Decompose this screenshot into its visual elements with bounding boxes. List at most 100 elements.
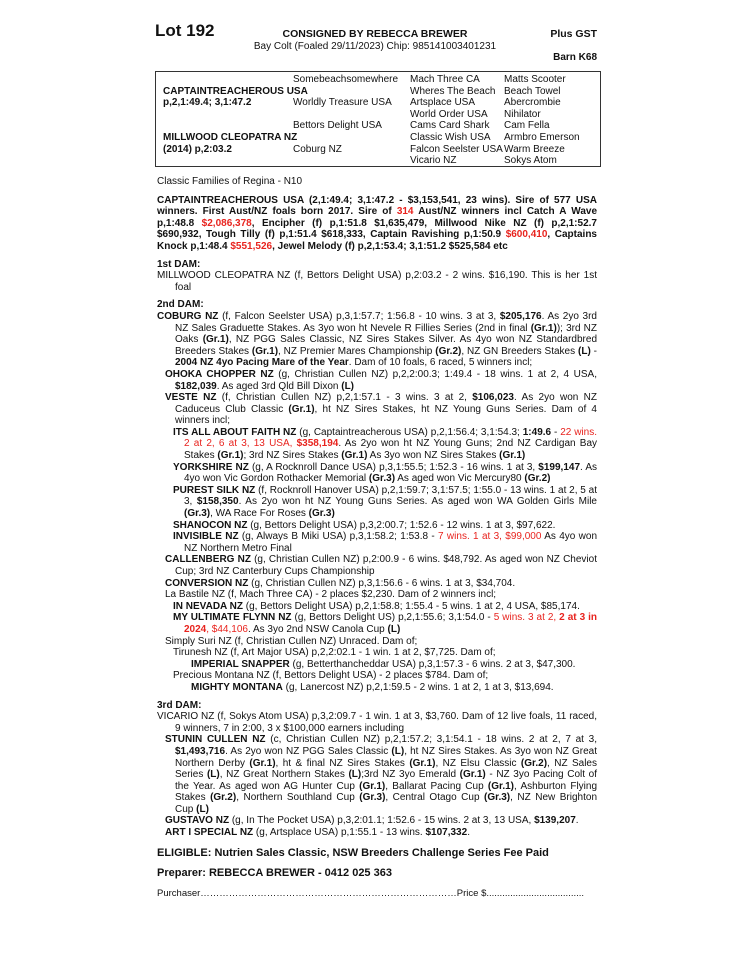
text-segment: 3rd DAM:: [157, 699, 202, 711]
text-segment: (L): [206, 769, 220, 781]
text-segment: . Dam of 10 foals, 6 raced, 5 winners in…: [348, 357, 533, 369]
text-segment: (Gr.3): [184, 508, 211, 520]
text-segment: , NZ GN Breeders Stakes: [461, 345, 578, 357]
pedigree-cell: Somebeachsomewhere: [293, 74, 399, 85]
text-segment: (L): [578, 345, 591, 357]
pedigree-entry: VESTE NZ (f, Christian Cullen NZ) p,2,1:…: [157, 392, 597, 427]
text-segment: (Gr.2): [520, 757, 548, 769]
pedigree-entry: STUNIN CULLEN NZ (c, Christian Cullen NZ…: [157, 734, 597, 815]
pedigree-entry: VICARIO NZ (f, Sokys Atom USA) p,3,2:09.…: [157, 711, 597, 734]
text-segment: (g, Artsplace USA) p,1:55.1 - 13 wins.: [253, 827, 426, 839]
text-segment: (g, Betterthancheddar USA) p,3,1:57.3 - …: [289, 658, 576, 670]
text-segment: 2004 NZ 4yo Pacing Mare of the Year: [175, 357, 349, 369]
barn-location: Barn K68: [553, 52, 597, 63]
section-heading: 3rd DAM:: [157, 700, 597, 712]
text-segment: (Gr.1): [217, 450, 244, 462]
text-segment: Simply Suri NZ (f, Christian Cullen NZ) …: [165, 635, 418, 647]
text-segment: , Ashburton Flying Stakes: [175, 780, 598, 804]
text-segment: . As 2yo won ht NZ Young Guns; 2nd NZ Ca…: [184, 438, 598, 462]
text-segment: As aged won Vic Mercury80: [395, 473, 525, 485]
text-segment: , NZ PGG Sales Classic, NZ Sires Stakes …: [175, 334, 598, 357]
text-segment: PUREST SILK NZ: [173, 484, 256, 496]
text-segment: (Gr.1): [251, 345, 279, 357]
pedigree-cell: Warm Breeze: [504, 143, 565, 155]
gst-note: Plus GST: [550, 28, 597, 40]
text-segment: $1,493,716: [175, 745, 226, 757]
text-segment: IMPERIAL SNAPPER: [191, 658, 290, 670]
pedigree-cell: Cams Card Shark: [410, 120, 490, 132]
text-segment: (L): [391, 745, 405, 757]
text-segment: , ht NZ Sires Stakes, ht NZ Young Guns S…: [175, 403, 597, 427]
text-segment: .: [575, 815, 579, 827]
text-segment: $107,332: [425, 827, 468, 839]
text-segment: (Gr.1): [530, 322, 557, 334]
pedigree-entry: SHANOCON NZ (g, Bettors Delight USA) p,3…: [157, 520, 597, 532]
text-segment: CONVERSION NZ: [165, 577, 249, 589]
text-segment: CAPTAINTREACHEROUS USA (2,1:49.4; 3,1:47…: [157, 194, 597, 218]
text-segment: (g, Captaintreacherous USA) p,2,1:56.4; …: [296, 426, 523, 438]
pedigree-entry: MY ULTIMATE FLYNN NZ (g, Bettors Delight…: [157, 612, 597, 635]
pedigree-entry: ART I SPECIAL NZ (g, Artsplace USA) p,1:…: [157, 827, 597, 839]
text-segment: ;3rd NZ 3yo Emerald: [361, 769, 460, 781]
text-segment: $158,350: [196, 496, 239, 508]
pedigree-entry: PUREST SILK NZ (f, Rocknroll Hanover USA…: [157, 485, 597, 520]
pedigree-notes: CAPTAINTREACHEROUS USA (2,1:49.4; 3,1:47…: [157, 195, 597, 839]
text-segment: (g, Bettors Delight US) p,2,1:55.6; 3,1:…: [291, 612, 494, 624]
text-segment: . As 2yo won NZ Caduceus Club Classic: [175, 392, 598, 415]
text-segment: , Ballarat Pacing Cup: [385, 780, 488, 792]
pedigree-entry: IN NEVADA NZ (g, Bettors Delight USA) p,…: [157, 601, 597, 613]
text-segment: (f, Falcon Seelster USA) p,3,1:57.7; 1:5…: [218, 310, 500, 322]
text-segment: VESTE NZ: [165, 392, 217, 404]
highlight-text: , $44,106: [206, 623, 248, 635]
text-segment: $139,207: [534, 815, 576, 827]
text-segment: , NZ Great Northern Stakes: [219, 769, 349, 781]
eligibility: ELIGIBLE: Nutrien Sales Classic, NSW Bre…: [157, 846, 549, 859]
highlight-text: $600,410: [505, 229, 548, 241]
text-segment: (Gr.1): [341, 450, 368, 462]
pedigree-entry: ITS ALL ABOUT FAITH NZ (g, Captaintreach…: [157, 427, 597, 462]
pedigree-row: Vicario NZ Sokys Atom: [156, 155, 600, 167]
highlight-text: 22 wins. 2 at 2, 6 at 3, 13 USA,: [184, 426, 597, 450]
text-segment: ); 3rd NZ Oaks: [175, 322, 597, 346]
text-segment: $106,023: [472, 392, 514, 404]
text-segment: . As 2yo 3rd NZ Sales Graduette Stakes. …: [175, 310, 597, 334]
text-segment: 1:49.6: [522, 426, 552, 438]
lot-number: Lot 192: [155, 21, 215, 40]
pedigree-cell: Vicario NZ: [410, 155, 457, 167]
pedigree-cell: (2014) p,2:03.2: [163, 143, 232, 155]
text-segment: -: [551, 426, 561, 438]
pedigree-cell: World Order USA: [410, 108, 488, 120]
text-segment: . As 4yo won Vic Gordon Rothacker Memori…: [184, 461, 597, 485]
pedigree-cell: MILLWOOD CLEOPATRA NZ: [163, 131, 298, 143]
text-segment: CALLENBERG NZ: [165, 554, 251, 566]
pedigree-cell: p,2,1:49.4; 3,1:47.2: [163, 97, 252, 109]
text-segment: (c, Christian Cullen NZ) p,2,1:57.2; 3,1…: [265, 734, 597, 746]
pedigree-cell: Coburg NZ: [293, 143, 342, 155]
text-segment: $182,039: [175, 380, 217, 392]
text-segment: , ht NZ Sires Stakes. As 3yo won NZ Grea…: [175, 745, 598, 769]
pedigree-cell: Sokys Atom: [504, 155, 557, 167]
text-segment: . As aged 3rd Qld Bill Dixon: [216, 380, 342, 392]
pedigree-cell: Abercrombie: [504, 97, 561, 109]
text-segment: ; 3rd NZ Sires Stakes: [243, 450, 342, 462]
text-segment: , Central Otago Cup: [385, 792, 485, 804]
text-segment: (Gr.2): [524, 473, 551, 485]
pedigree-cell: Armbro Emerson: [504, 131, 580, 143]
highlight-text: 314: [396, 206, 414, 218]
text-segment: (Gr.2): [210, 792, 237, 804]
text-segment: -: [590, 345, 597, 357]
text-segment: (Gr.3): [484, 792, 511, 804]
text-segment: MY ULTIMATE FLYNN NZ: [173, 612, 292, 624]
text-segment: As 4yo won NZ Northern Metro Final: [184, 531, 598, 554]
pedigree-cell: Matts Scooter: [504, 74, 566, 85]
highlight-text: 2 at 3 in 2024: [184, 612, 597, 635]
consignor: CONSIGNED BY REBECCA BREWER: [282, 28, 468, 40]
pedigree-cell: CAPTAINTREACHEROUS USA: [163, 85, 308, 97]
text-segment: 2nd DAM:: [157, 299, 204, 311]
pedigree-entry: INVISIBLE NZ (g, Always B Miki USA) p,3,…: [157, 531, 597, 554]
text-segment: (Gr.3): [308, 508, 335, 520]
pedigree-entry: MIGHTY MONTANA (g, Lanercost NZ) p,2,1:5…: [157, 682, 597, 694]
text-segment: GUSTAVO NZ: [165, 815, 230, 827]
